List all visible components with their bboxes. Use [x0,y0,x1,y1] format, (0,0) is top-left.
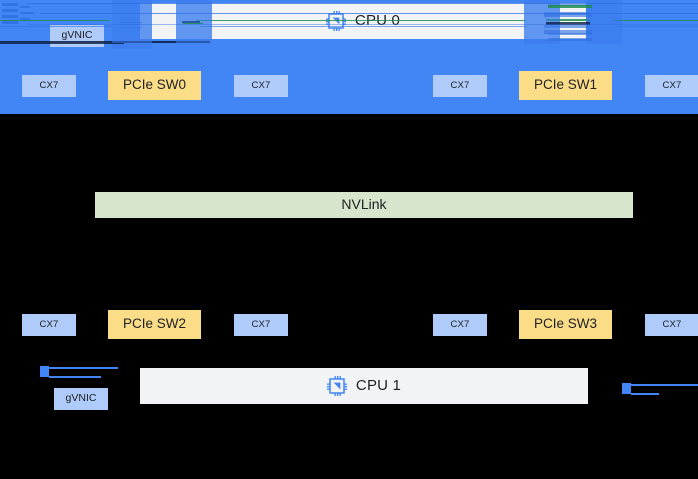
gvnic-0-label: gVNIC [61,29,93,42]
cx7-6-label: CX7 [450,318,470,330]
pcie-sw1-box: PCIe SW1 [519,71,612,100]
cpu-1-box: CPU 1 [140,368,588,404]
network-cable-icon [40,4,118,18]
gvnic-1-box: gVNIC [54,388,108,410]
chip-icon [325,11,346,31]
cx7-2-box: CX7 [433,75,487,97]
pcie-sw2-label: PCIe SW2 [122,316,187,332]
cx7-0-label: CX7 [39,79,59,91]
cx7-1-label: CX7 [251,79,271,91]
network-cable-icon [622,382,698,396]
cx7-5-label: CX7 [251,318,271,330]
cpu-1-label: CPU 1 [355,376,402,394]
pcie-sw0-box: PCIe SW0 [108,71,201,100]
cx7-0-box: CX7 [22,75,76,97]
nvlink-box: NVLink [95,192,633,218]
nvlink-label: NVLink [341,196,387,213]
chip-icon [326,376,347,396]
cx7-7-box: CX7 [645,314,698,336]
gvnic-1-label: gVNIC [65,392,97,405]
cx7-3-label: CX7 [662,79,682,91]
pcie-sw2-box: PCIe SW2 [108,310,201,339]
cx7-2-label: CX7 [450,79,470,91]
cx7-3-box: CX7 [645,75,698,97]
network-cable-icon [40,365,118,379]
cx7-7-label: CX7 [662,318,682,330]
cx7-4-label: CX7 [39,318,59,330]
cx7-6-box: CX7 [433,314,487,336]
network-stack-icon [0,0,40,27]
cx7-4-box: CX7 [22,314,76,336]
pcie-sw0-label: PCIe SW0 [122,77,187,93]
cx7-5-box: CX7 [234,314,288,336]
cx7-1-box: CX7 [234,75,288,97]
pcie-sw1-label: PCIe SW1 [533,77,598,93]
pcie-sw3-box: PCIe SW3 [519,310,612,339]
pcie-sw3-label: PCIe SW3 [533,316,598,332]
